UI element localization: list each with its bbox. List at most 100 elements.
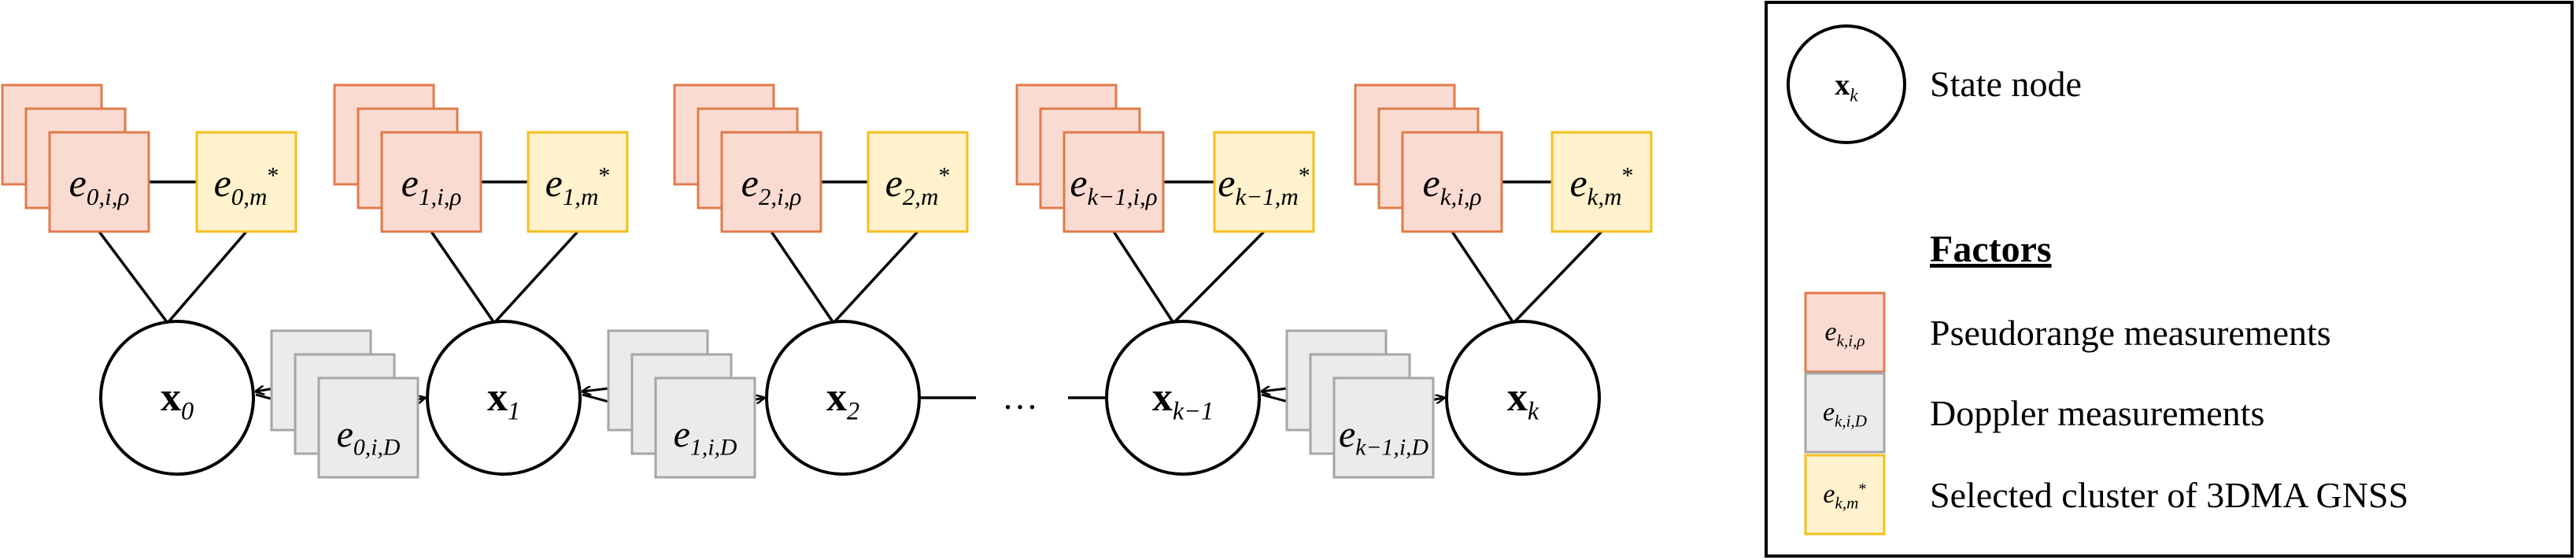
state-node-label-x1-subscript: 1 bbox=[508, 396, 520, 425]
doppler-factor-label-2-base: e bbox=[1339, 414, 1355, 455]
pseudorange-factor-box-3-0 bbox=[1063, 131, 1165, 233]
chain-ellipsis: … bbox=[1002, 376, 1038, 417]
pseudorange-factor-label-4: ek,i,ρ bbox=[1423, 161, 1482, 210]
pseudorange-factor-label-3-subscript: k−1,i,ρ bbox=[1088, 183, 1158, 210]
legend-pseudorange-symbol-subscript: k,i,ρ bbox=[1837, 331, 1865, 350]
doppler-factor-label-0-subscript: 0,i,D bbox=[353, 435, 401, 461]
state-node-label-x0-base: x bbox=[161, 375, 181, 420]
state-node-x2 bbox=[765, 320, 921, 476]
state-node-label-x2-subscript: 2 bbox=[847, 396, 859, 425]
legend-doppler-symbol-base: e bbox=[1823, 398, 1835, 427]
legend-doppler-symbol: ek,i,D bbox=[1823, 398, 1867, 430]
legend-cluster-symbol-superscript: * bbox=[1858, 480, 1866, 498]
pseudorange-factor-box-1-0 bbox=[380, 131, 482, 233]
cluster-edge-4 bbox=[1512, 230, 1603, 325]
state-node-xk bbox=[1445, 320, 1601, 476]
cluster-edge-0 bbox=[166, 230, 248, 325]
edges-layer: … bbox=[98, 180, 1603, 417]
cluster-edge-1 bbox=[493, 230, 579, 325]
state-node-x1 bbox=[426, 320, 582, 476]
cluster-factor-label-3: ek−1,m* bbox=[1218, 161, 1310, 210]
doppler-factor-label-1-base: e bbox=[674, 414, 690, 455]
cluster-factor-label-1-subscript: 1,m bbox=[563, 183, 599, 210]
legend-cluster-text: Selected cluster of 3DMA GNSS bbox=[1930, 475, 2408, 515]
doppler-factor-label-1-subscript: 1,i,D bbox=[690, 435, 737, 461]
state-node-label-x2-base: x bbox=[826, 375, 847, 420]
cluster-factor-label-2: e2,m* bbox=[885, 161, 951, 210]
pseudorange-edge-0 bbox=[98, 230, 169, 325]
state-node-label-xkm1-base: x bbox=[1152, 375, 1173, 420]
legend-state-node-label: xk bbox=[1835, 69, 1858, 106]
pseudorange-edge-2 bbox=[770, 231, 835, 324]
doppler-factor-box-2-0 bbox=[1332, 376, 1435, 479]
state-node-label-x1-base: x bbox=[487, 375, 508, 420]
cluster-edge-2 bbox=[832, 230, 919, 325]
cluster-factor-label-0-superscript: * bbox=[267, 163, 279, 189]
pseudorange-factor-label-3: ek−1,i,ρ bbox=[1070, 161, 1157, 210]
doppler-factor-label-2-subscript: k−1,i,D bbox=[1355, 435, 1428, 461]
state-node-label-x0: x0 bbox=[161, 375, 194, 425]
cluster-factor-box-1 bbox=[527, 131, 629, 233]
legend-doppler-text: Doppler measurements bbox=[1930, 393, 2264, 433]
legend-pseudorange-symbol-base: e bbox=[1825, 317, 1837, 347]
pseudorange-factor-label-1-base: e bbox=[401, 161, 419, 205]
state-node-label-xk: xk bbox=[1507, 375, 1539, 425]
cluster-factor-label-3-superscript: * bbox=[1299, 163, 1310, 189]
cluster-factor-label-0-subscript: 0,m bbox=[231, 183, 268, 210]
legend-doppler-symbol-subscript: k,i,D bbox=[1835, 411, 1867, 430]
cluster-factor-box-3 bbox=[1213, 131, 1315, 233]
legend-pseudorange-symbol: ek,i,ρ bbox=[1825, 317, 1865, 350]
cluster-factor-label-4-subscript: k,m bbox=[1587, 183, 1622, 210]
doppler-factor-label-1: e1,i,D bbox=[674, 414, 737, 461]
pseudorange-factor-label-2-base: e bbox=[741, 161, 759, 205]
state-node-xkm1 bbox=[1105, 320, 1261, 476]
state-node-label-xk-base: x bbox=[1507, 375, 1528, 420]
legend-cluster-symbol-subscript: k,m bbox=[1835, 493, 1859, 512]
pseudorange-factor-label-4-subscript: k,i,ρ bbox=[1440, 183, 1482, 210]
pseudorange-edge-1 bbox=[430, 231, 496, 324]
legend-doppler-swatch bbox=[1804, 372, 1886, 454]
pseudorange-factor-label-3-base: e bbox=[1070, 161, 1087, 205]
pseudorange-factor-label-1-subscript: 1,i,ρ bbox=[419, 183, 462, 210]
pseudorange-factor-label-1: e1,i,ρ bbox=[401, 161, 462, 210]
legend-state-node-symbol bbox=[1787, 24, 1906, 144]
pseudorange-factor-label-4-base: e bbox=[1423, 161, 1440, 205]
state-node-label-x0-subscript: 0 bbox=[181, 396, 194, 425]
state-node-label-x2: x2 bbox=[826, 375, 859, 425]
cluster-factor-box-2 bbox=[867, 131, 969, 233]
cluster-factor-label-2-base: e bbox=[885, 161, 903, 205]
cluster-factor-label-4: ek,m* bbox=[1569, 161, 1633, 210]
legend-cluster-symbol-base: e bbox=[1823, 480, 1835, 509]
cluster-factor-label-1: e1,m* bbox=[545, 161, 611, 210]
doppler-factor-box-1-0 bbox=[654, 376, 756, 479]
pseudorange-factor-label-0-base: e bbox=[69, 161, 87, 205]
pseudorange-factor-label-2: e2,i,ρ bbox=[741, 161, 802, 210]
doppler-factor-label-0: e0,i,D bbox=[337, 414, 401, 461]
cluster-factor-label-2-subscript: 2,m bbox=[903, 183, 939, 210]
cluster-factor-label-0-base: e bbox=[214, 161, 231, 205]
state-node-label-xk-subscript: k bbox=[1528, 396, 1539, 425]
pseudorange-factor-label-2-subscript: 2,i,ρ bbox=[759, 183, 802, 210]
cluster-factor-label-1-superscript: * bbox=[598, 163, 610, 189]
pseudorange-factor-box-2-0 bbox=[720, 131, 822, 233]
legend-cluster-swatch bbox=[1804, 454, 1886, 536]
cluster-factor-box-4 bbox=[1550, 131, 1653, 233]
state-node-label-x1: x1 bbox=[487, 375, 520, 425]
state-node-x0 bbox=[99, 320, 255, 476]
pseudorange-factor-label-0: e0,i,ρ bbox=[69, 161, 130, 210]
cluster-factor-label-4-superscript: * bbox=[1622, 163, 1634, 189]
pseudorange-edge-3 bbox=[1112, 231, 1175, 324]
legend-state-node-label-base: x bbox=[1835, 69, 1850, 102]
legend-pseudorange-swatch bbox=[1804, 291, 1886, 373]
cluster-factor-label-2-superscript: * bbox=[938, 163, 950, 189]
state-node-label-xkm1: xk−1 bbox=[1152, 375, 1214, 425]
pseudorange-factor-box-4-0 bbox=[1401, 131, 1503, 233]
cluster-factor-box-0 bbox=[195, 131, 298, 233]
legend-cluster-symbol: ek,m* bbox=[1823, 480, 1866, 512]
cluster-edge-3 bbox=[1172, 230, 1266, 325]
doppler-factor-label-0-base: e bbox=[337, 414, 353, 455]
